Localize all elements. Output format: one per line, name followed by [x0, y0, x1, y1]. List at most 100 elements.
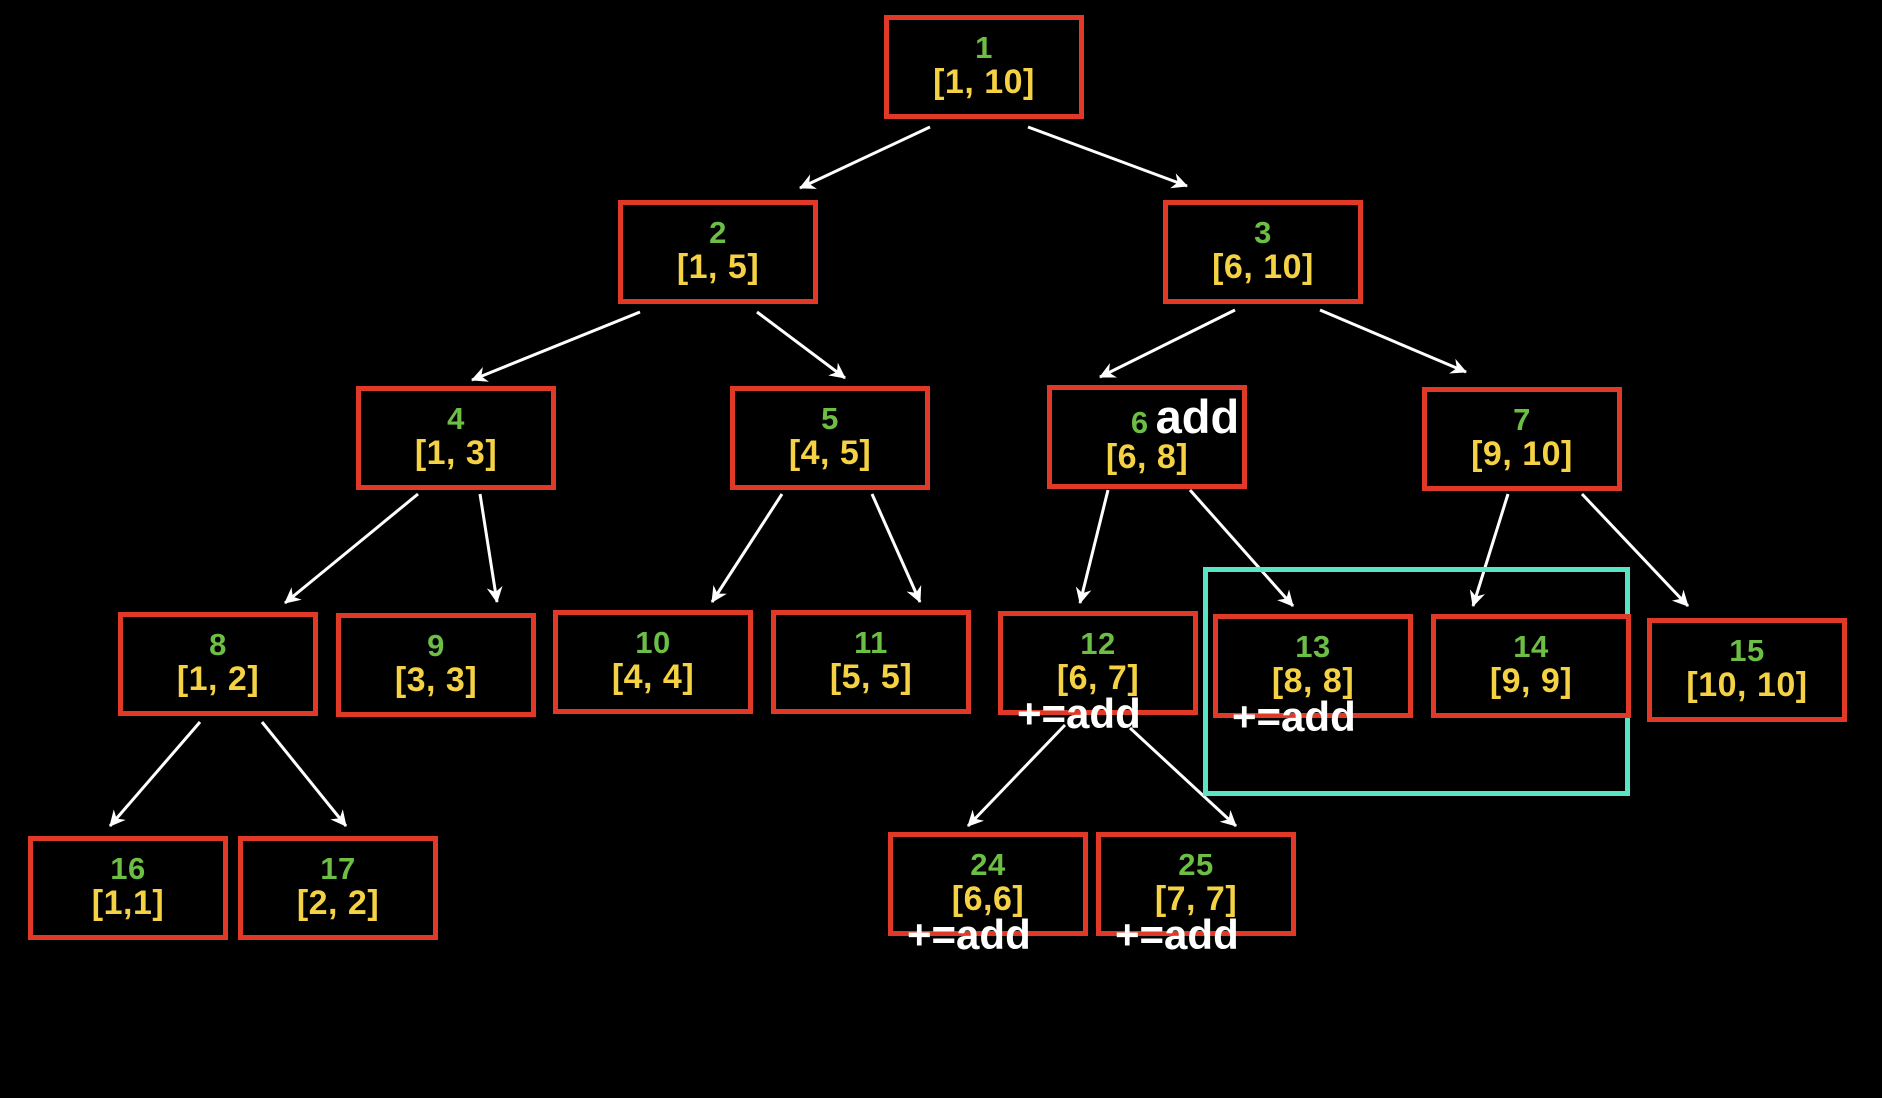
edge-5-11	[870, 493, 922, 603]
edge-4-8	[284, 492, 419, 605]
edge-6-13	[1188, 489, 1295, 607]
lazy-add-label: +=add	[1232, 693, 1356, 740]
edge-8-16	[108, 721, 202, 827]
lazy-add-label: +=add	[1115, 911, 1239, 958]
edge-4-9	[478, 493, 503, 603]
tree-node-16: 16[1,1]	[28, 836, 228, 940]
tree-node-1: 1[1, 10]	[884, 15, 1084, 119]
node-interval: [1, 5]	[676, 247, 760, 286]
node-number-row: 2	[709, 217, 727, 248]
lazy-add-label: +=add	[1017, 690, 1141, 737]
tree-node-2: 2[1, 5]	[618, 200, 818, 304]
tree-node-5: 5[4, 5]	[730, 386, 930, 490]
node-number: 7	[1513, 401, 1531, 437]
node-number-row: 12	[1080, 628, 1115, 659]
node-number-row: 14	[1513, 631, 1548, 662]
node-number: 12	[1080, 625, 1116, 661]
lazy-add-label: +=add	[907, 911, 1031, 958]
edge-1-3	[1027, 125, 1188, 189]
tree-node-8: 8[1, 2]	[118, 612, 318, 716]
edge-6-12	[1075, 489, 1110, 604]
node-number: 2	[709, 214, 727, 250]
node-number: 17	[320, 850, 356, 886]
node-number-row: 1	[975, 32, 993, 63]
node-interval: [2, 2]	[296, 883, 380, 922]
edge-3-7	[1319, 308, 1467, 374]
node-number-row: 10	[635, 627, 670, 658]
edge-7-14	[1469, 493, 1510, 607]
node-interval: [4, 4]	[611, 657, 695, 696]
edge-8-17	[260, 721, 348, 827]
edge-7-15	[1580, 492, 1690, 608]
edge-12-25	[1128, 726, 1238, 828]
node-number-row: 8	[209, 629, 227, 660]
node-number: 15	[1729, 632, 1765, 668]
node-number-row: 11	[854, 627, 888, 658]
node-number: 4	[447, 400, 465, 436]
node-number: 9	[427, 627, 445, 663]
node-interval: [5, 5]	[829, 657, 913, 696]
node-number: 11	[854, 624, 888, 660]
node-number-row: 7	[1513, 404, 1531, 435]
node-interval: [9, 10]	[1471, 434, 1573, 473]
node-interval: [6, 8]	[1105, 437, 1189, 476]
node-interval: [6, 7]	[1056, 658, 1140, 697]
node-interval: [6,6]	[951, 879, 1025, 918]
node-number-row: 25	[1178, 849, 1213, 880]
tree-node-3: 3[6, 10]	[1163, 200, 1363, 304]
node-interval: [1, 10]	[933, 62, 1035, 101]
node-number-row: 17	[320, 853, 355, 884]
edge-2-5	[756, 310, 846, 380]
node-interval: [6, 10]	[1212, 247, 1314, 286]
node-number: 24	[970, 846, 1006, 882]
node-number-row: 24	[970, 849, 1005, 880]
node-interval: [7, 7]	[1154, 879, 1238, 918]
edge-1-2	[799, 125, 931, 190]
node-number-row: 13	[1295, 631, 1330, 662]
node-number-row: 5	[821, 403, 839, 434]
node-interval: [1, 3]	[414, 433, 498, 472]
edge-12-24	[966, 723, 1067, 828]
node-number: 10	[635, 624, 671, 660]
node-interval: [3, 3]	[394, 660, 478, 699]
tree-node-10: 10[4, 4]	[553, 610, 753, 714]
node-number: 25	[1178, 846, 1214, 882]
node-number: 14	[1513, 628, 1549, 664]
node-number: 1	[975, 29, 993, 65]
tree-node-4: 4[1, 3]	[356, 386, 556, 490]
edge-3-6	[1099, 308, 1236, 379]
edge-2-4	[471, 310, 641, 382]
node-interval: [8, 8]	[1271, 661, 1355, 700]
node-number: 13	[1295, 628, 1331, 664]
tree-node-14: 14[9, 9]	[1431, 614, 1631, 718]
node-interval: [4, 5]	[788, 433, 872, 472]
tree-node-7: 7[9, 10]	[1422, 387, 1622, 491]
node-interval: [10, 10]	[1686, 665, 1808, 704]
node-interval: [9, 9]	[1489, 661, 1573, 700]
node-number-row: 16	[110, 853, 145, 884]
node-number-row: 9	[427, 630, 445, 661]
tree-node-11: 11[5, 5]	[771, 610, 971, 714]
node-number: 5	[821, 400, 839, 436]
node-number: 8	[209, 626, 227, 662]
node-number: 3	[1254, 214, 1272, 250]
tree-node-13: 13[8, 8]+=add	[1213, 614, 1413, 738]
tree-node-24: 24[6,6]+=add	[888, 832, 1088, 956]
lazy-add-badge: add	[1155, 389, 1240, 443]
node-number-row: 15	[1729, 635, 1764, 666]
tree-node-17: 17[2, 2]	[238, 836, 438, 940]
tree-node-9: 9[3, 3]	[336, 613, 536, 717]
node-interval: [1, 2]	[176, 659, 260, 698]
node-number-row: 3	[1254, 217, 1272, 248]
node-interval: [1,1]	[91, 883, 165, 922]
node-number-row: 4	[447, 403, 465, 434]
node-number: 6	[1130, 404, 1149, 440]
tree-node-15: 15[10, 10]	[1647, 618, 1847, 722]
tree-node-12: 12[6, 7]+=add	[998, 611, 1198, 735]
edge-5-10	[710, 493, 784, 603]
node-number: 16	[110, 850, 146, 886]
